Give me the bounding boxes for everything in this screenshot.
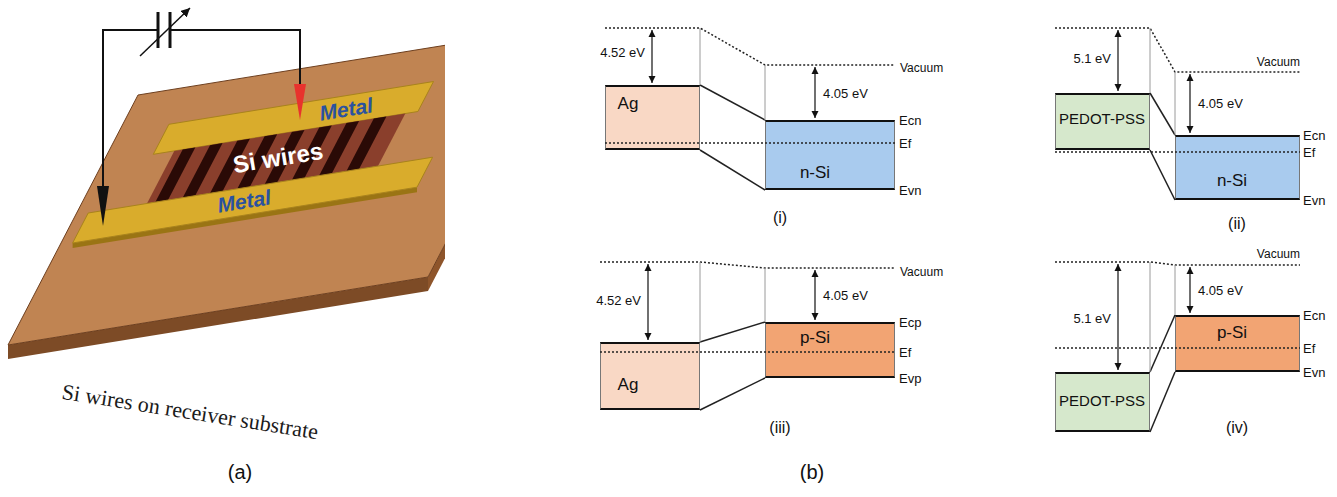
energy-arrow	[651, 30, 652, 83]
guide-line	[765, 65, 766, 120]
energy-arrow	[647, 264, 648, 340]
guide-line	[1150, 28, 1151, 93]
node-label: p-Si	[1217, 324, 1247, 341]
vacuum-label: Vacuum	[900, 266, 943, 278]
energy-value: 5.1 eV	[1073, 312, 1111, 325]
band-edge-label: Ecn	[1303, 129, 1325, 142]
wire	[299, 29, 301, 86]
energy-arrow	[1117, 264, 1118, 370]
guide-line	[1175, 265, 1176, 315]
node-label: PEDOT-PSS	[1059, 111, 1145, 126]
semiconductor-band: p-Si	[1175, 315, 1300, 372]
si-wire	[347, 117, 387, 172]
wire	[102, 29, 104, 190]
guide-line	[700, 262, 701, 342]
fermi-label: Ef	[899, 346, 911, 359]
polymer-band: PEDOT-PSS	[1055, 372, 1150, 432]
node-label: PEDOT-PSS	[1059, 393, 1145, 408]
band-bending	[1150, 372, 1175, 432]
band-diagram-lines	[605, 28, 895, 190]
fermi-label: Ef	[1303, 146, 1315, 159]
band-edge-label: Evn	[1303, 366, 1325, 379]
energy-value: 4.05 eV	[823, 289, 868, 302]
band-bending	[1150, 93, 1175, 135]
panel-label: (i)	[773, 210, 787, 226]
red-probe	[294, 84, 306, 120]
substrate-top	[8, 27, 445, 345]
semiconductor-band: n-Si	[1175, 135, 1300, 200]
vacuum-level	[605, 28, 895, 65]
energy-arrow	[1189, 267, 1190, 313]
wire	[103, 29, 158, 31]
polymer-band: PEDOT-PSS	[1055, 93, 1150, 150]
energy-arrow	[1117, 30, 1118, 91]
wire	[170, 29, 300, 31]
figure-label: (a)	[228, 462, 252, 482]
fermi-level	[1055, 151, 1300, 153]
band-bending	[700, 322, 765, 342]
vacuum-label: Vacuum	[900, 62, 943, 74]
band-diagram-lines	[600, 262, 895, 410]
node-label: Si wires on receiver substrate	[60, 381, 319, 443]
source-plate	[157, 12, 160, 48]
fermi-label: Ef	[1303, 342, 1315, 355]
figure-label: (b)	[800, 462, 824, 482]
guide-line	[1150, 262, 1151, 372]
vacuum-level	[600, 262, 895, 268]
metal-band: Ag	[605, 85, 700, 150]
electrode-top	[73, 157, 433, 243]
panel-label: (iv)	[1226, 420, 1248, 436]
band-bending	[700, 150, 765, 190]
energy-arrow	[1189, 74, 1190, 133]
panel-label: (iii)	[769, 420, 790, 436]
energy-value: 5.1 eV	[1073, 52, 1111, 65]
energy-value: 4.05 eV	[1198, 97, 1243, 110]
band-edge-label: Ecp	[899, 316, 921, 329]
node-label: Ag	[618, 95, 639, 112]
node-label: Ag	[618, 376, 639, 393]
node-label: n-Si	[800, 164, 830, 181]
band-edge-label: Ecn	[899, 114, 921, 127]
guide-line	[1175, 72, 1176, 135]
band-bending	[700, 378, 765, 410]
band-diagram-lines	[1055, 28, 1300, 200]
black-probe	[97, 186, 109, 226]
energy-value: 4.52 eV	[596, 294, 641, 307]
variable-arrow	[140, 8, 190, 56]
band-edge-label: Evn	[899, 184, 921, 197]
energy-arrow	[814, 67, 815, 118]
guide-line	[700, 28, 701, 85]
band-bending	[700, 85, 765, 120]
vacuum-level	[1055, 262, 1300, 265]
panel-label: (ii)	[1228, 216, 1246, 232]
fermi-label: Ef	[899, 137, 911, 150]
energy-value: 4.05 eV	[1198, 284, 1243, 297]
band-bending	[1150, 150, 1175, 200]
fermi-level	[1055, 347, 1300, 349]
energy-value: 4.52 eV	[600, 46, 645, 59]
metal-band: Ag	[600, 342, 700, 410]
band-edge-label: Evp	[899, 372, 921, 385]
node-label: p-Si	[800, 329, 830, 346]
band-diagram-lines	[1055, 262, 1300, 432]
semiconductor-band: p-Si	[765, 322, 895, 378]
band-bending	[1150, 315, 1175, 372]
band-edge-label: Evn	[1303, 194, 1325, 207]
energy-arrow	[814, 270, 815, 320]
band-edge-label: Ecn	[1303, 309, 1325, 322]
node-label: n-Si	[1217, 172, 1247, 189]
voltage-source-circuit	[103, 8, 300, 190]
semiconductor-band: n-Si	[765, 120, 895, 190]
guide-line	[765, 268, 766, 322]
vacuum-label: Vacuum	[1257, 248, 1300, 260]
fermi-level	[600, 351, 895, 353]
fermi-level	[605, 142, 895, 144]
energy-value: 4.05 eV	[823, 87, 868, 100]
source-plate	[169, 12, 172, 48]
vacuum-level	[1055, 28, 1300, 72]
receiver-substrate: Si wires on receiver substrateMetalSi wi…	[0, 0, 445, 455]
vacuum-label: Vacuum	[1257, 56, 1300, 68]
